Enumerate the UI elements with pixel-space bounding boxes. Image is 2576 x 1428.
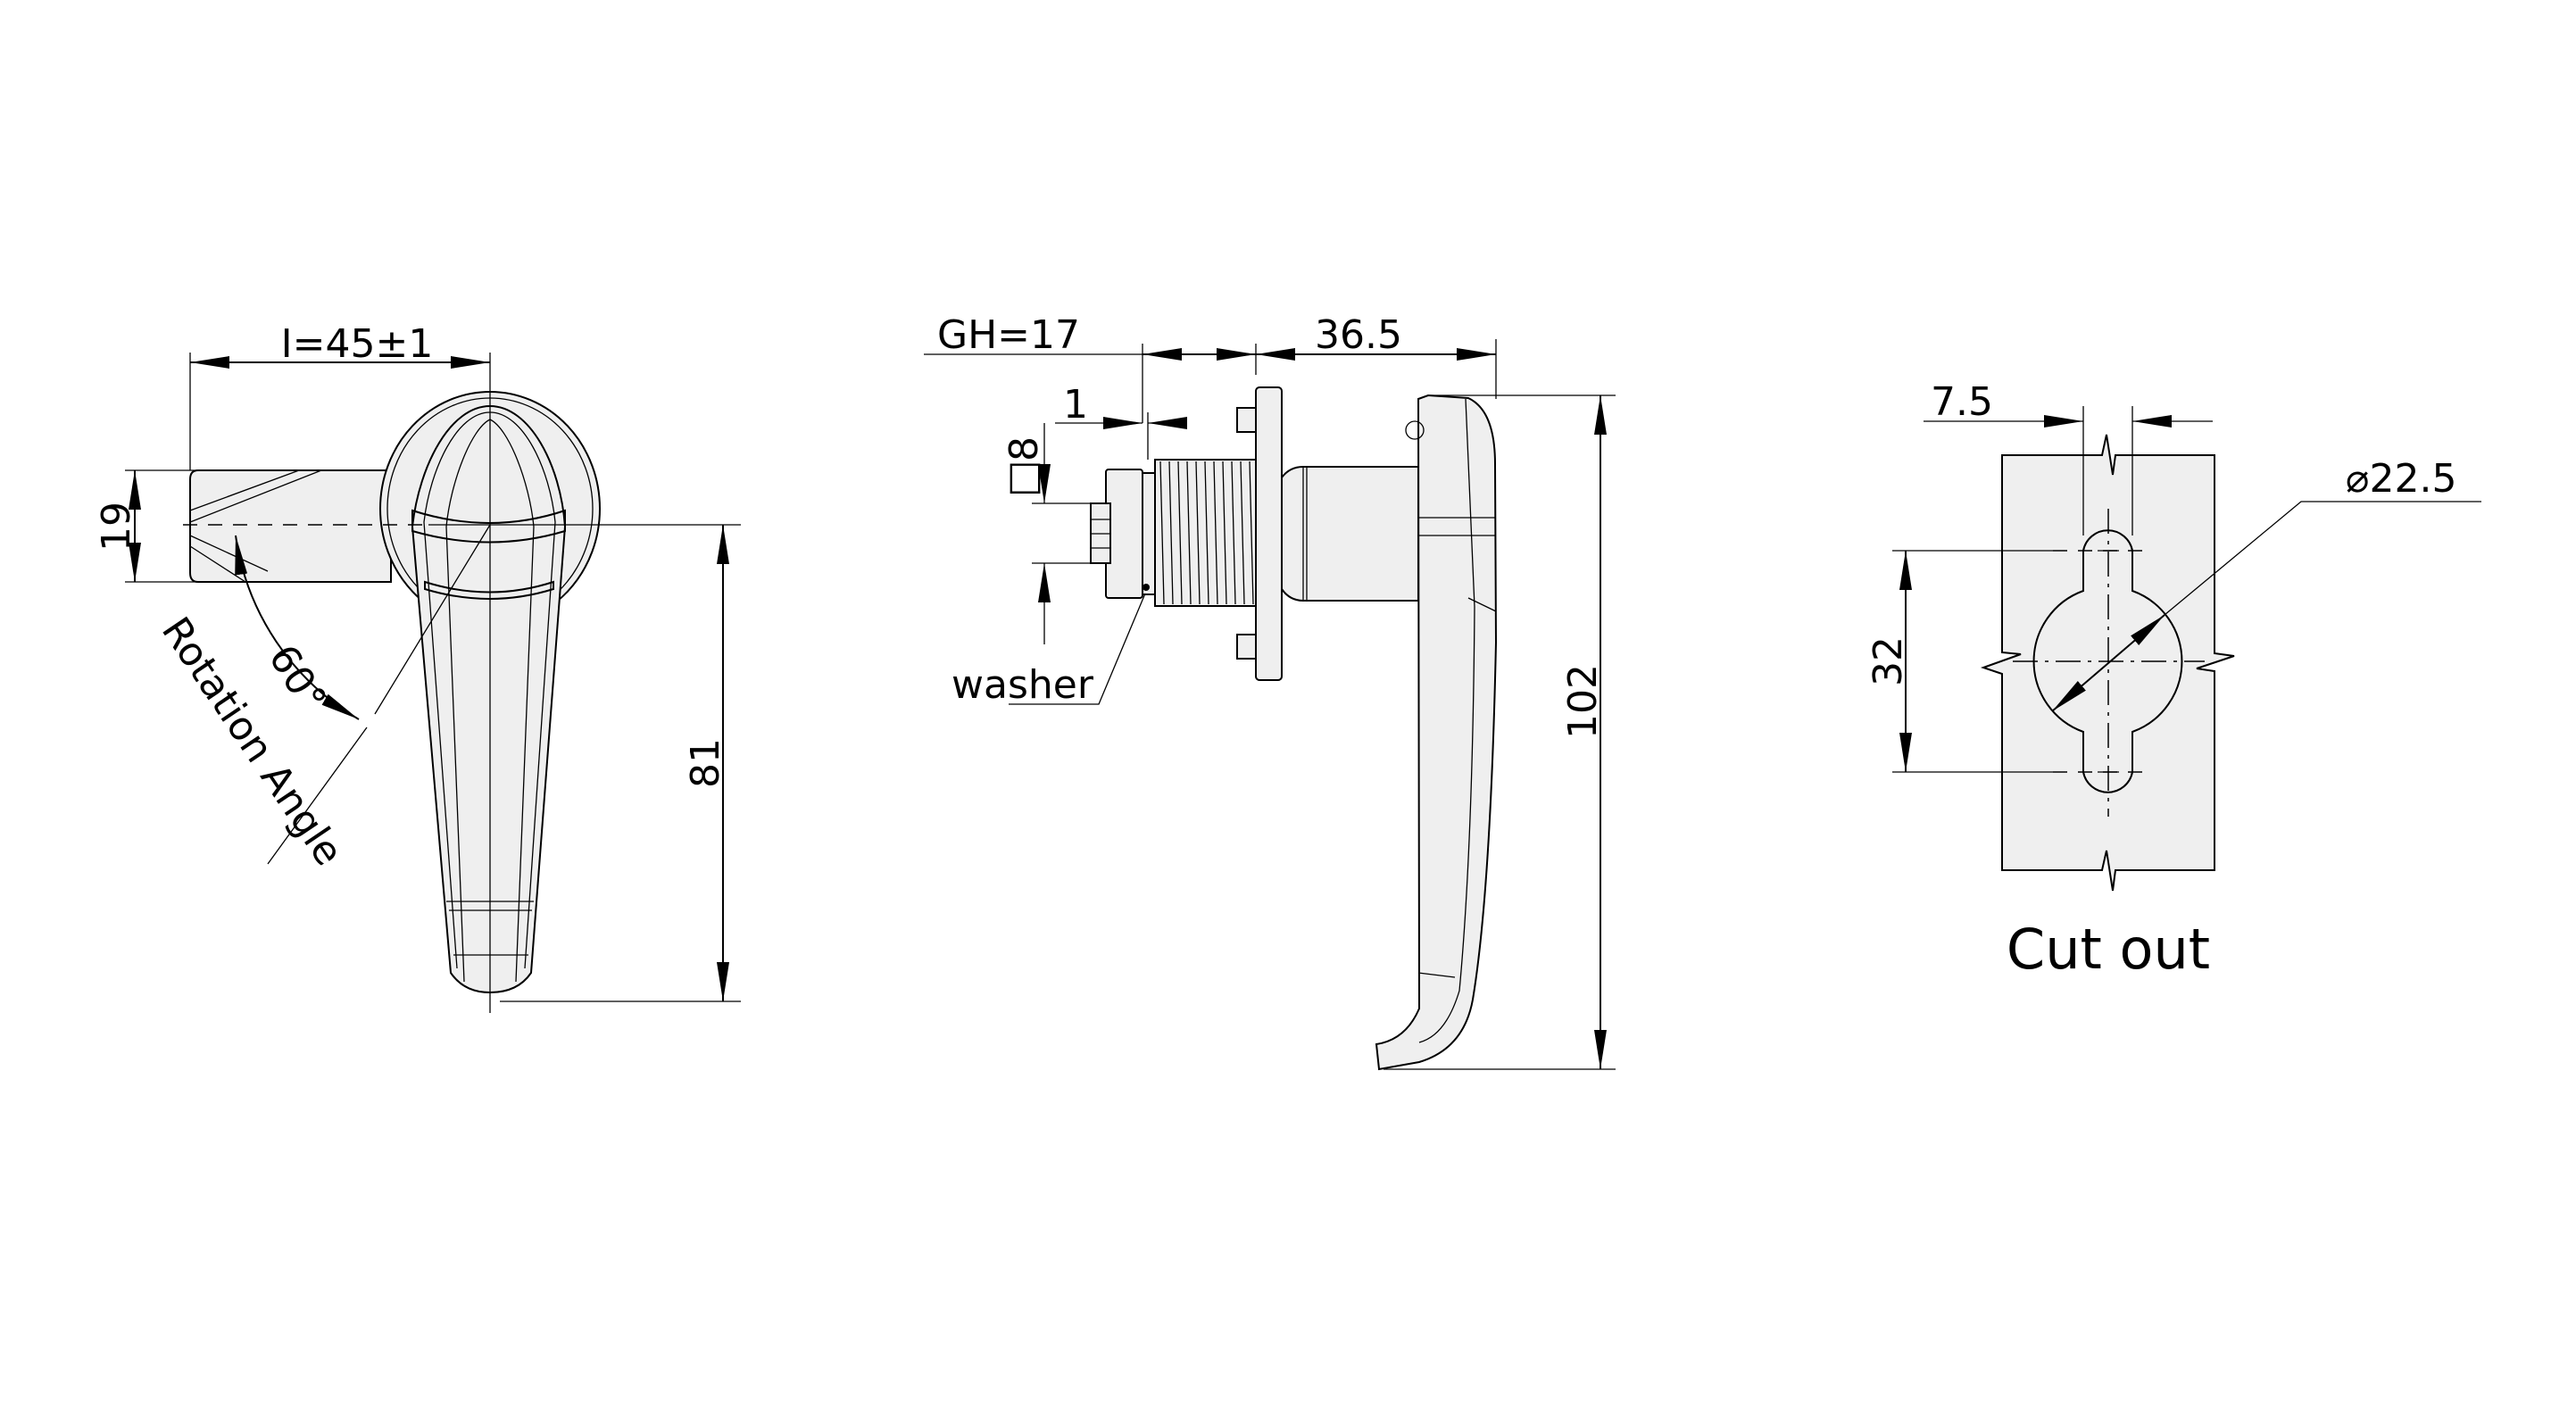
thread-line: [1222, 461, 1227, 605]
height-dimension-102: 102: [1560, 664, 1606, 739]
front-view: I=45±1 19 81 60° Rotation Angle: [94, 321, 741, 1013]
projection-dimension: 36.5: [1315, 312, 1402, 358]
cutout-view: 7.5 32 ⌀22.5 Cut out: [1866, 379, 2481, 982]
length-dimension: I=45±1: [281, 321, 434, 367]
lever-dimension-81: 81: [683, 738, 728, 788]
thread-line: [1204, 461, 1209, 605]
thread-line: [1177, 461, 1183, 605]
angle-dimension: 60°: [260, 637, 336, 720]
thread-line: [1186, 461, 1192, 605]
flange: [1255, 386, 1283, 681]
thread-line: [1159, 461, 1165, 605]
slot-spacing-dimension: 32: [1866, 636, 1911, 686]
cutout-title: Cut out: [2007, 917, 2210, 982]
thread-line: [1231, 461, 1236, 605]
thread-line: [1249, 461, 1254, 605]
diameter-dimension: ⌀22.5: [2346, 456, 2456, 502]
rotation-angle-label: Rotation Angle: [153, 610, 352, 874]
square-dimension: 8: [1001, 436, 1047, 461]
square-symbol: □: [1000, 460, 1045, 497]
nut: [1105, 469, 1143, 599]
thread-line: [1213, 461, 1218, 605]
gap-dimension: 1: [1063, 382, 1088, 428]
thread-line: [1195, 461, 1201, 605]
neck: [1281, 466, 1419, 602]
slot-width-dimension: 7.5: [1931, 379, 1993, 425]
side-view: GH=17 36.5 1 □ 8 washer 102: [924, 312, 1616, 1071]
cutout-hole: [2032, 529, 2183, 793]
lever-handle: [411, 404, 567, 994]
grip-height-dimension: GH=17: [937, 312, 1080, 358]
thread-line: [1168, 461, 1174, 605]
height-dimension-19: 19: [94, 502, 139, 552]
washer-label: washer: [951, 662, 1094, 708]
thread-line: [1240, 461, 1245, 605]
